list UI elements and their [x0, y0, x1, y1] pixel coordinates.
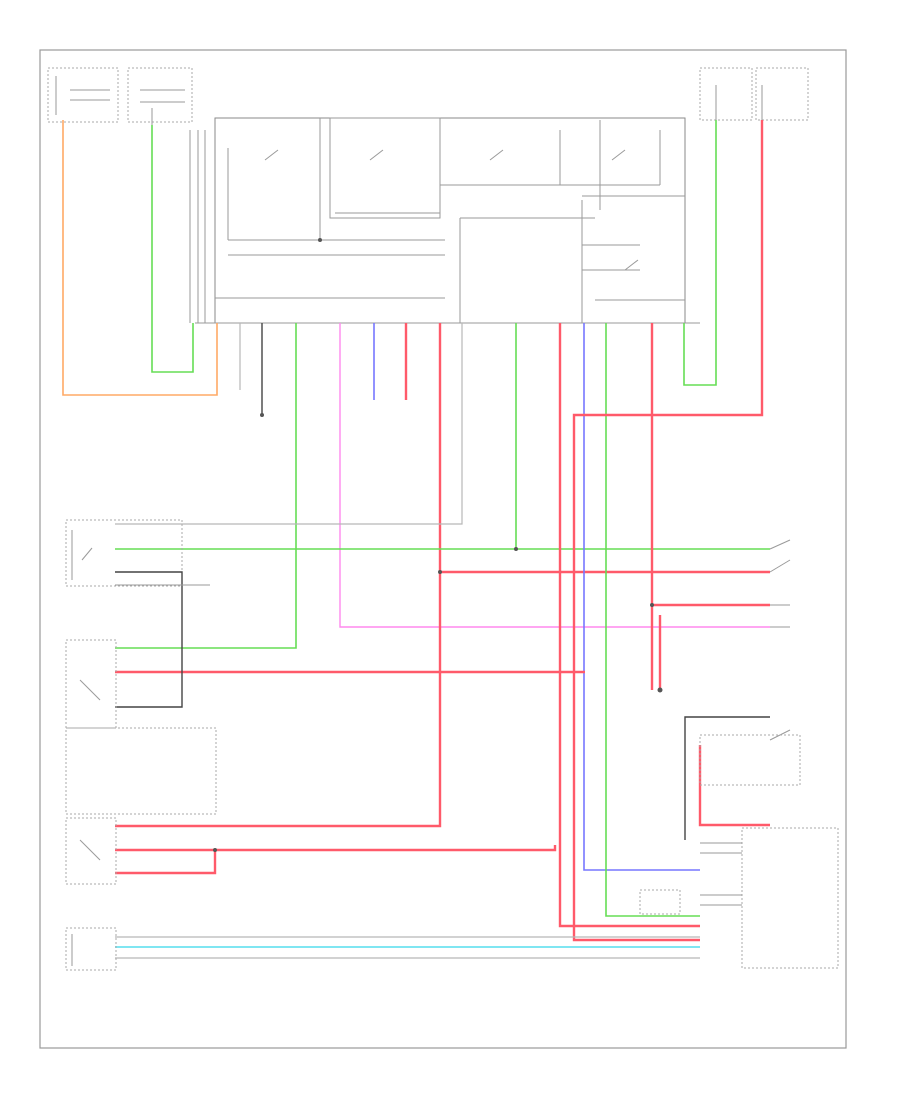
red-wire-sensor3-mid: [115, 845, 557, 852]
orange-wire: [62, 120, 218, 396]
gray-wire-sensor1: [115, 323, 463, 525]
junction-dots: [213, 238, 663, 852]
diagram-frame: [39, 49, 847, 1049]
left-side-sensor-3: [65, 817, 117, 885]
top-left-fuse-box: [47, 67, 119, 123]
green-wire-right: [605, 323, 700, 917]
right-side-switch: [769, 539, 791, 628]
red-wire-sensor3-bot: [115, 850, 217, 875]
main-control-unit: [189, 117, 700, 324]
pink-wire: [339, 323, 770, 628]
red-wire-sensor3-top: [115, 323, 442, 828]
green-wire-sensor2: [115, 323, 297, 649]
left-side-sensor-2: [65, 639, 217, 815]
red-wire-right-fuse: [572, 120, 764, 942]
green-wire-right-fuse: [683, 120, 717, 386]
red-wire-long: [558, 323, 700, 928]
top-right-fuse-box: [699, 67, 809, 121]
blue-wire-long: [583, 323, 700, 871]
right-middle-sensor: [684, 716, 801, 840]
left-side-sensor-1: [65, 519, 210, 708]
green-wire-left: [151, 125, 194, 373]
top-left-relay-box: [127, 67, 193, 125]
bottom-left-sensor: [65, 927, 117, 971]
bottom-right-connector-block: [639, 827, 839, 969]
